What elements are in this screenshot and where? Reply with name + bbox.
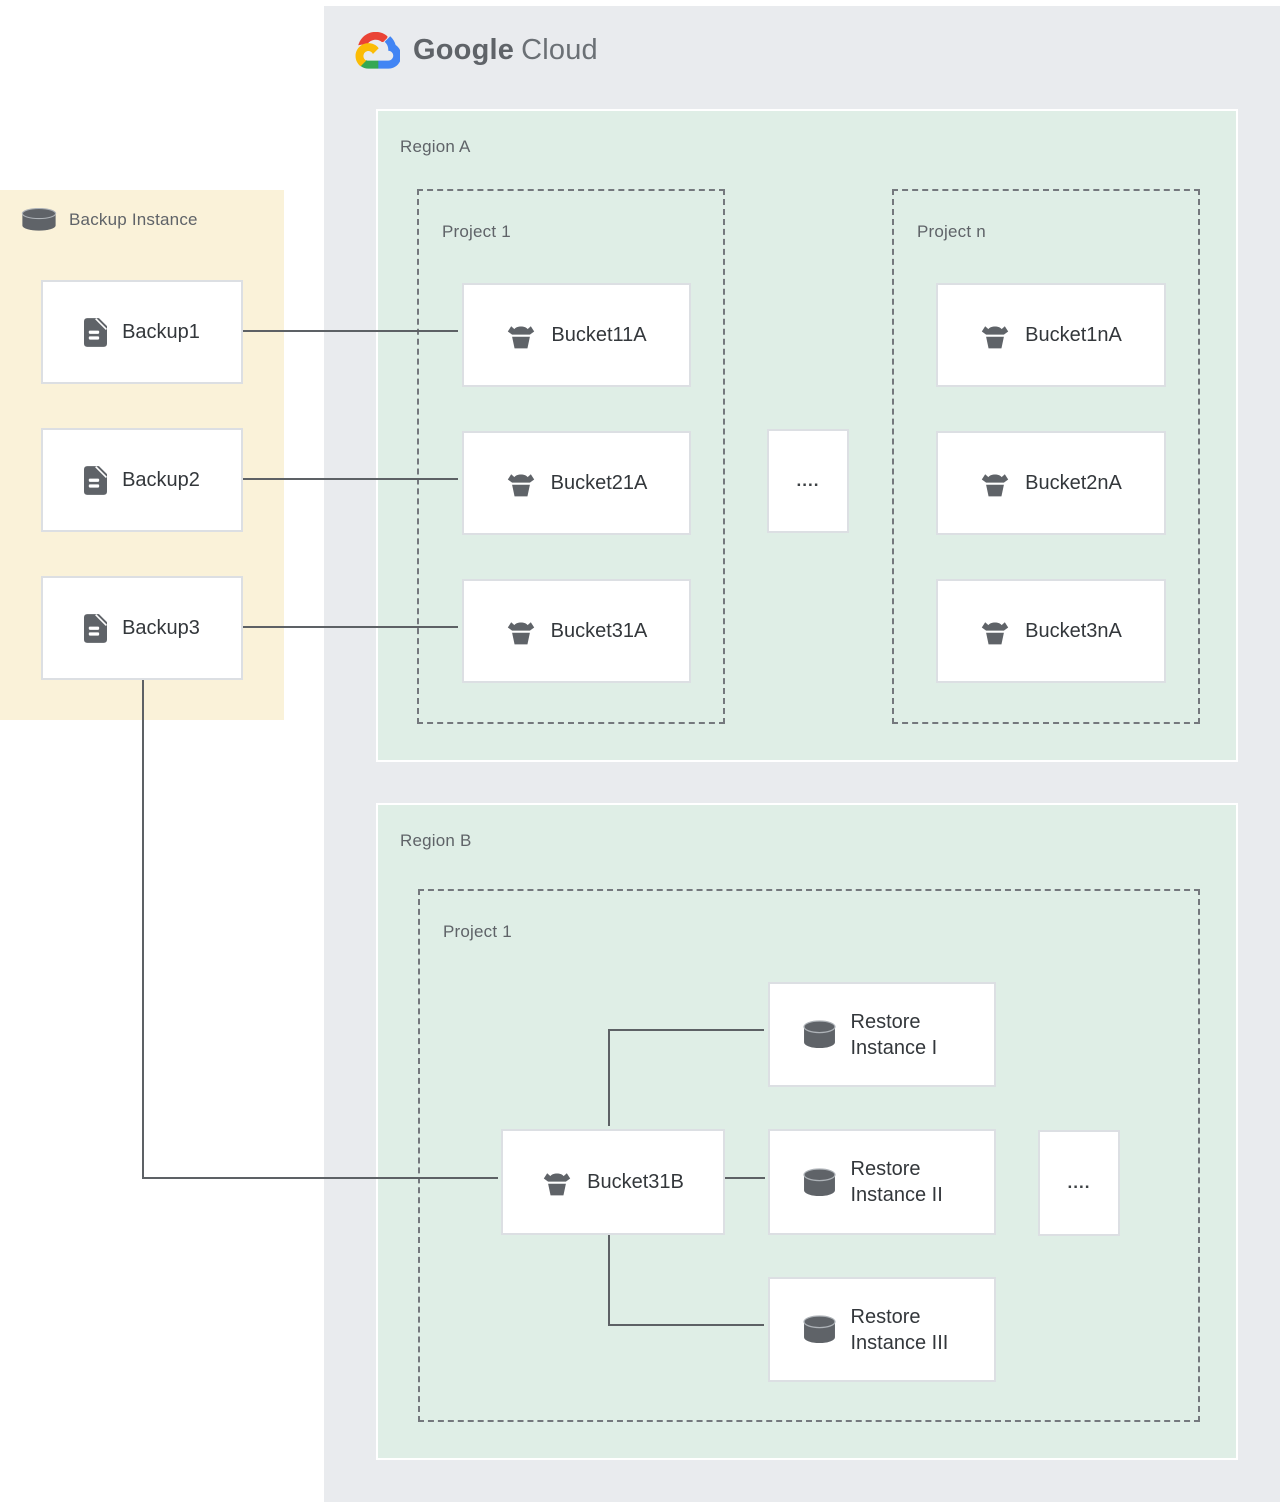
region-a-label: Region A [400,137,471,156]
database-icon [802,1020,836,1049]
connector-bucket31b-restore1-horizontal [608,1029,764,1031]
project-n-label: Project n [917,222,986,241]
region-b: Region B Project 1 Restore Instance I B [376,803,1238,1460]
backup3-node: Backup3 [41,576,243,680]
ellipsis-text: .... [1067,1173,1091,1192]
region-b-label: Region B [400,831,472,850]
backup-panel-title: Backup Instance [69,210,198,229]
bucket-label: Bucket1nA [1025,324,1122,346]
storage-bucket-icon [981,473,1009,496]
connector-bucket31b-restore3-horizontal [608,1324,764,1326]
backup-label: Backup1 [122,321,200,343]
connector-backup1-bucket11a [243,330,458,332]
restore-instance-label: Restore Instance II [850,1158,943,1206]
bucket21a-node: Bucket21A [462,431,691,535]
backup-label: Backup2 [122,469,200,491]
more-projects-ellipsis: .... [767,429,849,533]
backup2-node: Backup2 [41,428,243,532]
storage-bucket-icon [981,325,1009,348]
project-1-label: Project 1 [442,222,511,241]
restore-instance-2-node: Restore Instance II [768,1129,996,1235]
region-a-project-n: Project n Bucket1nA Bucket2nA [892,189,1200,724]
bucket-label: Bucket31A [550,620,648,642]
bucket3na-node: Bucket3nA [936,579,1166,683]
storage-bucket-icon [508,325,535,348]
bucket-label: Bucket3nA [1025,620,1122,642]
database-icon [802,1167,836,1196]
storage-bucket-icon [543,1172,571,1195]
backup-label: Backup3 [122,617,200,639]
bucket-label: Bucket11A [551,324,647,346]
backup1-node: Backup1 [41,280,243,384]
project-1-label: Project 1 [443,922,512,941]
storage-bucket-icon [981,621,1009,644]
connector-backup2-bucket21a [243,478,458,480]
document-icon [84,613,108,643]
restore-instance-label: Restore Instance I [850,1010,938,1059]
google-cloud-logo-icon [355,32,400,69]
more-restores-ellipsis: .... [1038,1130,1120,1236]
restore-instance-1-node: Restore Instance I [768,982,996,1087]
bucket2na-node: Bucket2nA [936,431,1166,535]
logo-cloud-text: Cloud [521,34,598,66]
region-a-project-1: Project 1 Bucket11A Bucket21A [417,189,725,724]
database-icon [21,208,57,231]
logo-google-text: Google [413,34,515,66]
ellipsis-text: .... [796,471,820,490]
backup-panel-header: Backup Instance [20,208,198,232]
connector-bucket31b-restore3-vertical [608,1230,610,1326]
document-icon [84,317,108,347]
restore-instance-label: Restore Instance III [850,1305,949,1354]
bucket1na-node: Bucket1nA [936,283,1166,387]
restore-instance-3-node: Restore Instance III [768,1277,996,1382]
bucket-label: Bucket2nA [1025,472,1122,494]
connector-bucket31b-restore1-vertical [608,1030,610,1126]
bucket31b-node: Bucket31B [501,1129,725,1235]
backup-instance-panel: Backup Instance Backup1 Backup2 [0,190,284,720]
document-icon [84,465,108,495]
region-a: Region A Project 1 Bucket11A Bucket21A [376,109,1238,762]
connector-backup3-bucket31b-horizontal [142,1177,498,1179]
database-icon [802,1315,836,1344]
region-b-project-1: Project 1 Restore Instance I Bucket31B [418,889,1200,1422]
bucket31a-node: Bucket31A [462,579,691,683]
bucket-label: Bucket21A [550,472,648,494]
connector-backup3-bucket31b-vertical [142,680,144,1179]
connector-backup3-bucket31a [243,626,458,628]
bucket-label: Bucket31B [587,1171,684,1193]
connector-bucket31b-restore2 [721,1177,765,1179]
storage-bucket-icon [507,473,534,496]
bucket11a-node: Bucket11A [462,283,691,387]
storage-bucket-icon [507,621,534,644]
